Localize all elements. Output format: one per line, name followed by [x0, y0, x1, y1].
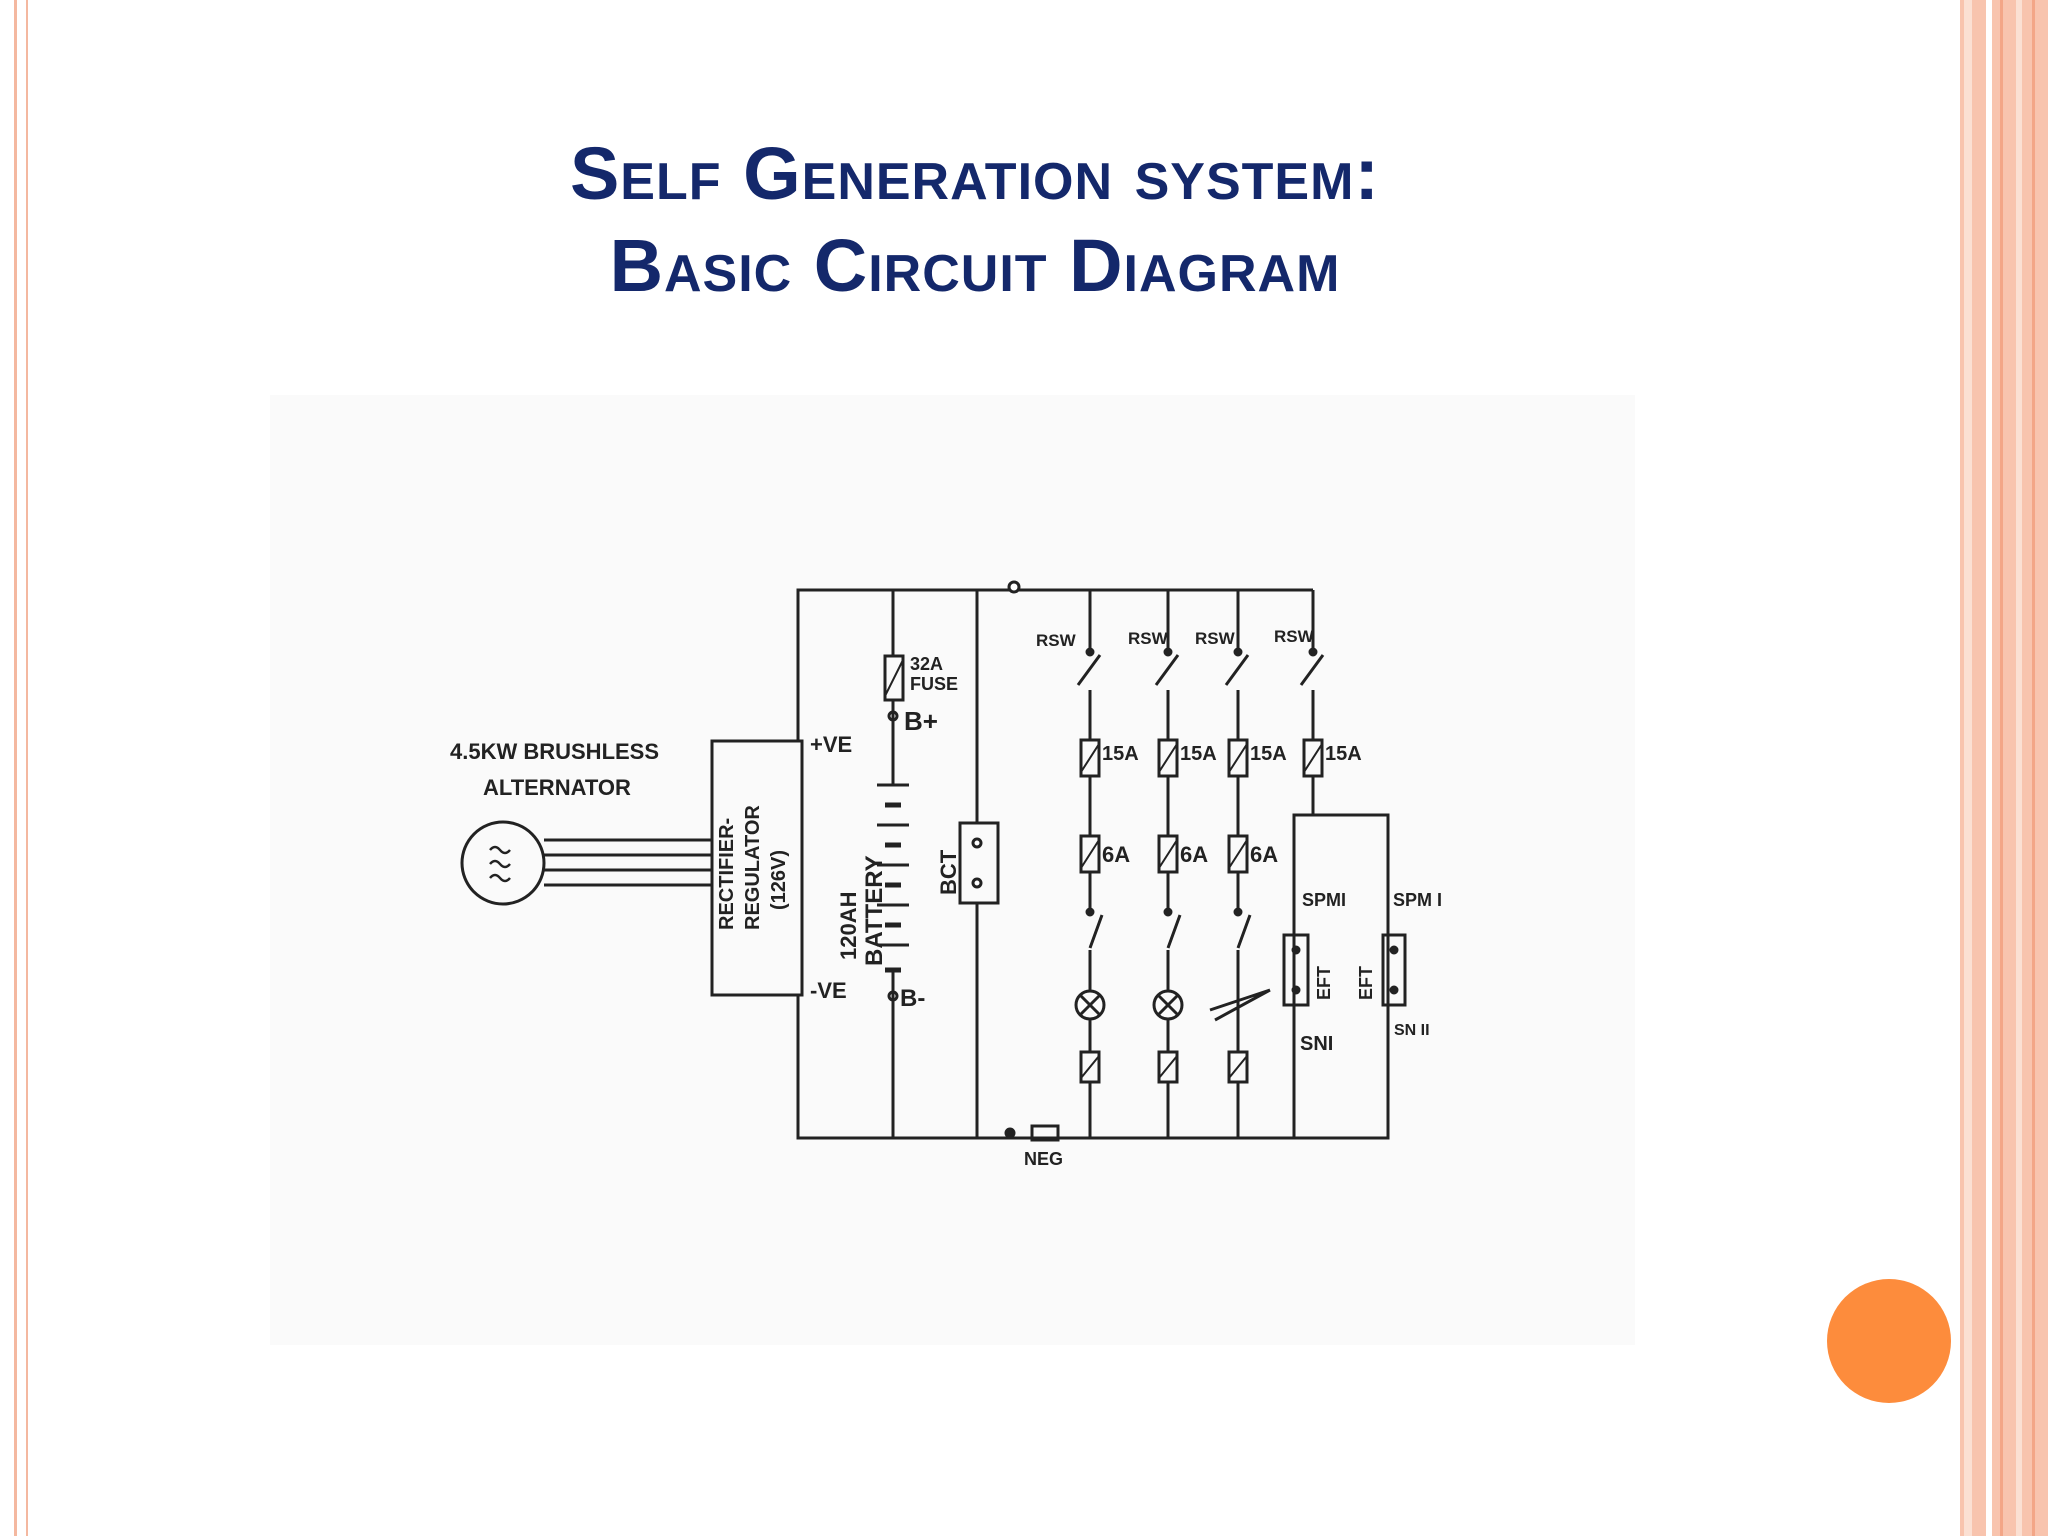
sn1-label: SNI — [1300, 1033, 1333, 1055]
alternator-leads — [544, 838, 712, 887]
fuse-6a-label-3: 6A — [1250, 842, 1278, 867]
b-minus-label: B- — [900, 985, 925, 1012]
neg-terminal — [1004, 1127, 1016, 1139]
load-branch-3 — [1209, 590, 1271, 1138]
rsw-label-4: RSW — [1274, 627, 1315, 646]
spm1-label: SPMI — [1302, 890, 1346, 910]
rsw-label-2: RSW — [1128, 629, 1169, 648]
fuse-15a-label-1: 15A — [1102, 743, 1139, 765]
left-border-line-inner — [26, 0, 28, 1536]
rsw-label-3: RSW — [1195, 629, 1236, 648]
neg-label: NEG — [1024, 1149, 1063, 1169]
fuse-15a-label-3: 15A — [1250, 743, 1287, 765]
eft-label-1: EFT — [1314, 966, 1334, 1000]
slide-title: Self Generation system: Basic Circuit Di… — [380, 128, 1570, 312]
rsw-label-1: RSW — [1036, 631, 1077, 650]
socket-1 — [1282, 933, 1310, 1007]
b-plus-label: B+ — [904, 706, 938, 736]
rectifier-label-3: (126V) — [768, 850, 790, 910]
positive-terminal-label: +VE — [810, 732, 852, 757]
battery-label-2: BATTERY — [861, 855, 888, 966]
bct-label: BCT — [936, 849, 961, 895]
fuse-15a-label-4: 15A — [1325, 743, 1362, 765]
alternator-ac-icon — [489, 845, 511, 883]
neg-link — [1030, 1124, 1060, 1142]
fuse-32a-label-2: FUSE — [910, 674, 958, 694]
negative-terminal-label: -VE — [810, 978, 847, 1003]
bus-terminal — [1007, 580, 1021, 594]
positive-bus — [796, 588, 1313, 743]
spm2-label: SPM I — [1393, 890, 1442, 910]
load-branch-1 — [1074, 590, 1106, 1138]
rectifier-label-2: REGULATOR — [742, 805, 764, 930]
alternator-symbol — [460, 820, 546, 906]
fuse-6a-label-2: 6A — [1180, 842, 1208, 867]
alternator-label-2: ALTERNATOR — [483, 775, 631, 800]
alternator-label-1: 4.5KW BRUSHLESS — [450, 739, 659, 764]
socket-2 — [1381, 933, 1407, 1007]
decorative-orange-circle — [1827, 1279, 1951, 1403]
bct-box — [958, 821, 1000, 905]
left-border-line — [14, 0, 17, 1536]
rectifier-regulator-box — [710, 739, 804, 997]
rectifier-label-1: RECTIFIER- — [716, 818, 738, 930]
socket-panel — [1292, 813, 1390, 1140]
slide-title-line-1: Self Generation system: — [569, 132, 1381, 215]
battery-label-1: 120AH — [836, 892, 861, 960]
fuse-32a-label-1: 32A — [910, 654, 943, 674]
circuit-diagram-background — [270, 395, 1635, 1345]
load-branch-4 — [1299, 590, 1325, 815]
sn2-label: SN II — [1394, 1022, 1430, 1039]
right-decorative-band — [1960, 0, 2048, 1536]
fuse-15a-label-2: 15A — [1180, 743, 1217, 765]
fuse-6a-label-1: 6A — [1102, 842, 1130, 867]
slide-title-line-2: Basic Circuit Diagram — [609, 224, 1341, 307]
load-branch-2 — [1152, 590, 1184, 1138]
eft-label-2: EFT — [1356, 966, 1376, 1000]
